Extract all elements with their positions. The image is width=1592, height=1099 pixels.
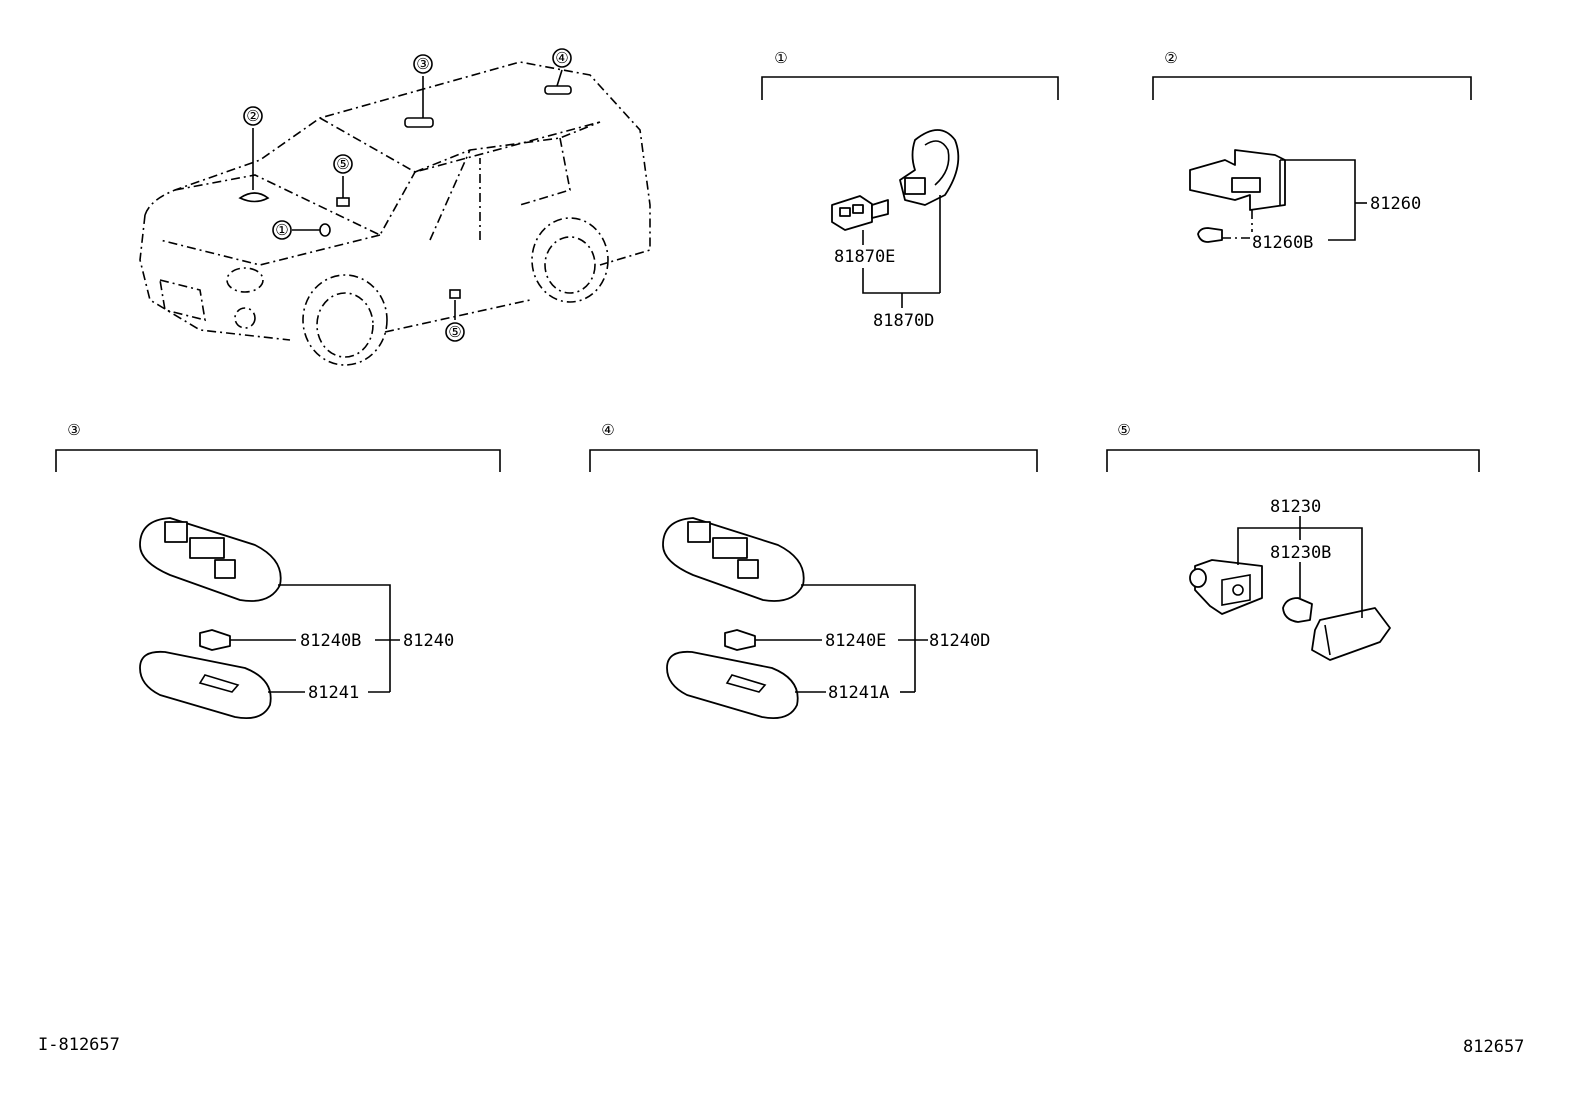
- leader-81240-bracket: [278, 584, 391, 692]
- section-5-marker: ⑤: [1117, 421, 1130, 439]
- map-lamp-housing-81240-drawing: [139, 517, 282, 602]
- part-81240b-label: 81240B: [300, 631, 361, 651]
- footer-left-code: I-812657: [38, 1035, 120, 1055]
- marker-5: ⑤: [336, 155, 349, 173]
- part-81240e-label: 81240E: [825, 631, 886, 651]
- leader-81240d-bracket: [801, 584, 916, 692]
- section-5-bracket: [1106, 449, 1480, 472]
- lens-81241a-drawing: [666, 650, 799, 720]
- section-3-bracket: [55, 449, 501, 472]
- section-4-marker: ④: [601, 421, 614, 439]
- section-4-bracket: [589, 449, 1038, 472]
- section-5: ⑤ 81230 81230B: [1106, 421, 1480, 661]
- section-2: ② 81260 81260B: [1152, 49, 1472, 253]
- map-lamp-housing-81240d-drawing: [662, 517, 805, 602]
- part-81230b-label: 81230B: [1270, 543, 1331, 563]
- section-3-marker: ③: [67, 421, 80, 439]
- bulb-81240b-drawing: [199, 629, 231, 651]
- part-81260b-label: 81260B: [1252, 233, 1313, 253]
- lens-81230-drawing: [1311, 607, 1391, 661]
- part-81870e-label: 81870E: [834, 247, 895, 267]
- marker-4: ④: [555, 49, 568, 67]
- section-4: ④ 81240E 81240D 81241A: [589, 421, 1038, 720]
- lens-81241-drawing: [139, 650, 272, 720]
- section-2-marker: ②: [1164, 49, 1177, 67]
- part-81241a-label: 81241A: [828, 683, 889, 703]
- leader-81870d-bracket: [862, 268, 940, 294]
- marker-5b: ⑤: [448, 323, 461, 341]
- part-81240-label: 81240: [403, 631, 454, 651]
- part-81240d-label: 81240D: [929, 631, 990, 651]
- footer-right-code: 812657: [1463, 1037, 1524, 1057]
- bulb-81260b-drawing: [1197, 227, 1223, 243]
- marker-1: ①: [275, 221, 288, 239]
- courtesy-lamp-81230-drawing: [1189, 559, 1263, 615]
- marker-2: ②: [246, 107, 259, 125]
- section-2-bracket: [1152, 76, 1472, 100]
- vehicle-overview-illustration: ② ③ ④ ⑤ ① ⑤: [139, 48, 651, 366]
- part-81870d-label: 81870D: [873, 311, 934, 331]
- socket-81870d-drawing: [899, 129, 960, 206]
- part-81230-label: 81230: [1270, 497, 1321, 517]
- bulb-81240e-drawing: [724, 629, 756, 651]
- section-3: ③ 81240B 81240 81241: [55, 421, 501, 720]
- section-1: ① 81870E 81870D: [761, 49, 1059, 331]
- part-81241-label: 81241: [308, 683, 359, 703]
- section-1-marker: ①: [774, 49, 787, 67]
- section-1-bracket: [761, 76, 1059, 100]
- switch-81260-drawing: [1189, 149, 1286, 211]
- marker-3: ③: [416, 55, 429, 73]
- socket-81870e-drawing: [831, 195, 889, 231]
- leader-81260-bracket: [1280, 159, 1356, 241]
- part-81260-label: 81260: [1370, 194, 1421, 214]
- bulb-81230b-drawing: [1282, 597, 1313, 623]
